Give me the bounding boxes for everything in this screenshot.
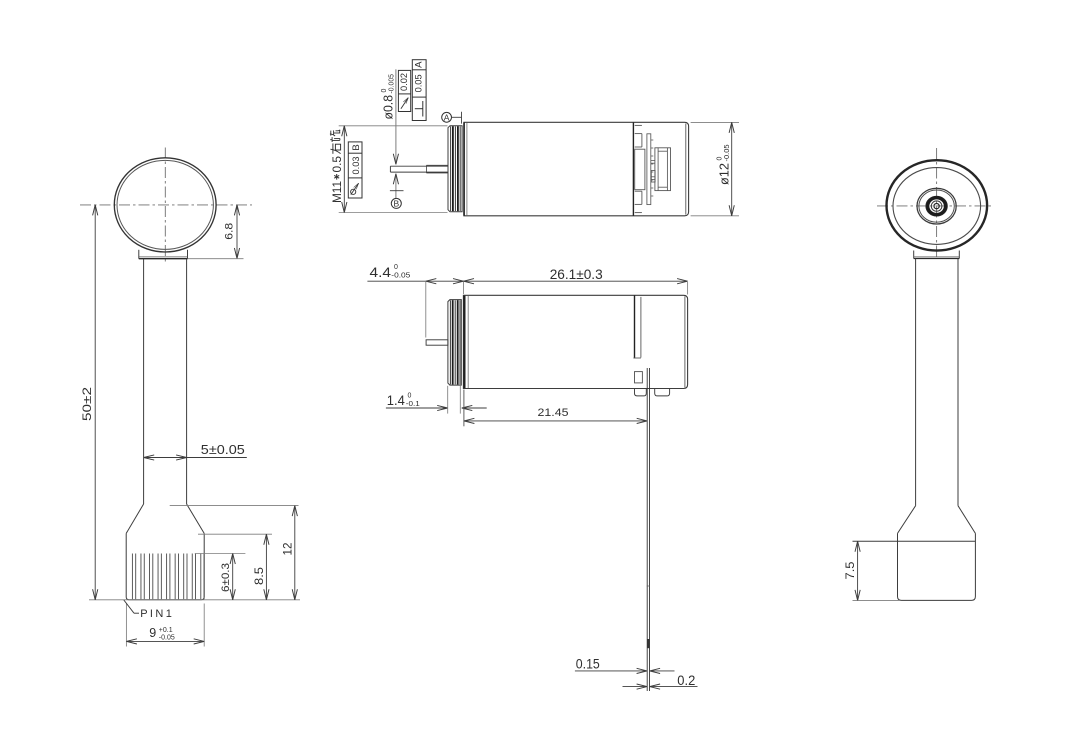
svg-text:6.8: 6.8 — [224, 223, 236, 240]
svg-text:8.5: 8.5 — [254, 567, 266, 585]
svg-text:ø12: ø12 — [716, 163, 731, 185]
svg-text:4.4: 4.4 — [370, 264, 392, 280]
svg-text:-0.1: -0.1 — [406, 401, 420, 408]
svg-text:A: A — [444, 112, 450, 122]
svg-text:21.45: 21.45 — [538, 407, 569, 419]
svg-text:-0.05: -0.05 — [724, 144, 731, 161]
svg-text:0.03: 0.03 — [351, 157, 362, 175]
svg-text:1.4: 1.4 — [387, 392, 405, 408]
svg-text:7.5: 7.5 — [845, 562, 857, 580]
svg-text:0: 0 — [408, 393, 412, 400]
svg-text:0: 0 — [717, 157, 724, 161]
svg-text:B: B — [393, 199, 399, 209]
svg-text:M11: M11 — [330, 181, 344, 203]
svg-text:0.05: 0.05 — [414, 74, 425, 92]
svg-text:A: A — [414, 61, 425, 68]
svg-text:12: 12 — [282, 543, 294, 556]
svg-text:-0.05: -0.05 — [391, 273, 410, 280]
svg-text:PIN1: PIN1 — [140, 608, 174, 620]
svg-text:6±0.3: 6±0.3 — [220, 563, 232, 592]
svg-text:ø0.8: ø0.8 — [382, 95, 396, 120]
svg-text:0.5: 0.5 — [330, 156, 344, 173]
svg-text:26.1±0.3: 26.1±0.3 — [550, 267, 603, 283]
svg-text:0.02: 0.02 — [399, 73, 410, 91]
svg-text:0.15: 0.15 — [576, 657, 600, 672]
svg-text:+0.1: +0.1 — [159, 627, 173, 634]
svg-text:0: 0 — [394, 264, 398, 271]
svg-text:0.2: 0.2 — [677, 673, 695, 688]
svg-text:-0.005: -0.005 — [388, 74, 395, 94]
svg-text:50±2: 50±2 — [80, 387, 94, 421]
svg-text:9: 9 — [149, 626, 156, 640]
svg-text:-0.05: -0.05 — [159, 635, 175, 642]
svg-text:0: 0 — [381, 89, 388, 93]
svg-text:5±0.05: 5±0.05 — [201, 443, 245, 457]
svg-text:B: B — [351, 144, 362, 150]
